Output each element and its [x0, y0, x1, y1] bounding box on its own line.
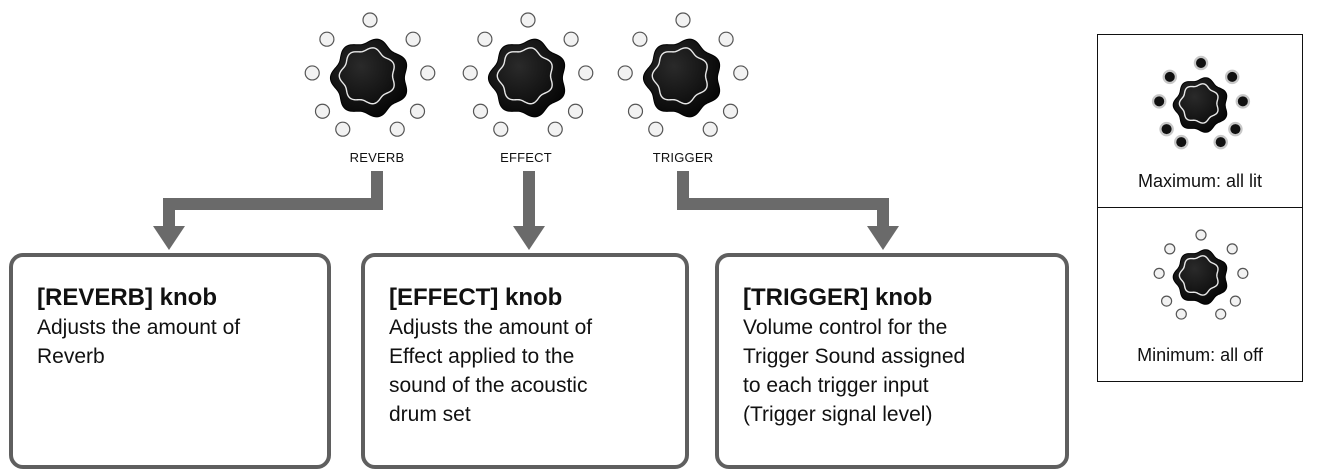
knob-state-legend: Maximum: all lit Minimum: all off	[1097, 34, 1303, 382]
effect-knob-icon	[462, 12, 594, 137]
led-off-icon	[520, 12, 536, 28]
description-title-effect: [EFFECT] knob	[389, 284, 563, 311]
knobs-layer	[304, 12, 749, 137]
led-off-icon	[632, 31, 648, 47]
led-off-icon	[1164, 243, 1176, 255]
legend-minimum: Minimum: all off	[1098, 207, 1302, 381]
led-off-icon	[462, 65, 478, 81]
led-off-icon	[617, 65, 633, 81]
led-off-icon	[304, 65, 320, 81]
led-off-icon	[405, 31, 421, 47]
led-off-icon	[314, 103, 331, 119]
led-off-icon	[1226, 243, 1238, 255]
arrow-reverb-vertical	[371, 171, 383, 206]
arrow-reverb-horizontal	[163, 198, 383, 210]
knob-highlight	[1178, 83, 1219, 124]
knob-body	[1172, 77, 1228, 133]
arrow-trigger-head	[867, 226, 899, 250]
led-off-icon	[335, 121, 351, 137]
arrow-effect-head	[513, 226, 545, 250]
knob-all-lit-icon	[1151, 55, 1251, 150]
led-off-icon	[675, 12, 691, 28]
description-line: drum set	[389, 403, 471, 426]
led-on-icon	[1159, 121, 1174, 137]
led-off-icon	[477, 31, 493, 47]
description-line: Effect applied to the	[389, 345, 575, 368]
knob-body	[642, 38, 721, 118]
led-off-icon	[1195, 229, 1207, 241]
led-on-icon	[1162, 69, 1178, 85]
description-title-trigger: [TRIGGER] knob	[743, 284, 933, 311]
led-on-icon	[1224, 69, 1240, 85]
description-title-reverb: [REVERB] knob	[37, 284, 217, 311]
led-on-icon	[1235, 94, 1251, 109]
led-on-icon	[1174, 134, 1189, 150]
knob-body	[329, 38, 408, 118]
description-line: (Trigger signal level)	[743, 403, 933, 426]
description-line: Trigger Sound assigned	[743, 345, 966, 368]
led-off-icon	[1175, 308, 1187, 320]
led-off-icon	[627, 103, 644, 119]
arrow-trigger-vertical	[677, 171, 689, 206]
knob-body	[1172, 249, 1228, 305]
led-off-icon	[702, 121, 718, 137]
led-off-icon	[547, 121, 563, 137]
description-line: Reverb	[37, 345, 105, 368]
knob-label-effect: EFFECT	[500, 150, 552, 165]
led-on-icon	[1151, 94, 1167, 109]
reverb-knob-icon	[304, 12, 436, 137]
arrow-reverb-head	[153, 226, 185, 250]
arrow-effect-vertical	[523, 171, 535, 228]
description-line: sound of the acoustic	[389, 374, 588, 397]
knob-label-trigger: TRIGGER	[652, 150, 714, 165]
description-line: to each trigger input	[743, 374, 929, 397]
led-off-icon	[409, 103, 426, 119]
description-box-reverb: [REVERB] knob Adjusts the amount of Reve…	[9, 253, 331, 469]
description-box-effect: [EFFECT] knob Adjusts the amount of Effe…	[361, 253, 689, 469]
knob-body	[487, 38, 566, 118]
knob-highlight	[1178, 255, 1219, 296]
description-line: Adjusts the amount of	[37, 316, 241, 339]
description-line: Volume control for the	[743, 316, 948, 339]
arrow-reverb-drop	[163, 198, 175, 228]
trigger-knob-icon	[617, 12, 749, 137]
led-off-icon	[1215, 308, 1227, 320]
knob-highlight	[338, 47, 395, 105]
legend-maximum-caption: Maximum: all lit	[1137, 171, 1262, 191]
led-on-icon	[1228, 121, 1243, 137]
led-off-icon	[493, 121, 509, 137]
led-off-icon	[563, 31, 579, 47]
led-off-icon	[389, 121, 405, 137]
led-off-icon	[578, 65, 594, 81]
legend-maximum: Maximum: all lit	[1098, 35, 1302, 208]
description-box-trigger: [TRIGGER] knob Volume control for the Tr…	[715, 253, 1069, 469]
knob-highlight	[496, 47, 553, 105]
led-on-icon	[1193, 55, 1209, 71]
description-line: Adjusts the amount of	[389, 316, 593, 339]
knob-label-reverb: REVERB	[349, 150, 405, 165]
led-off-icon	[319, 31, 335, 47]
led-off-icon	[1237, 267, 1249, 279]
led-on-icon	[1213, 134, 1228, 150]
led-off-icon	[1153, 267, 1165, 279]
led-off-icon	[1160, 295, 1173, 307]
led-off-icon	[718, 31, 734, 47]
knob-highlight	[651, 47, 708, 105]
led-off-icon	[472, 103, 489, 119]
led-off-icon	[362, 12, 378, 28]
legend-minimum-caption: Minimum: all off	[1137, 345, 1263, 365]
led-off-icon	[733, 65, 749, 81]
led-off-icon	[1229, 295, 1242, 307]
led-off-icon	[722, 103, 739, 119]
arrow-trigger-horizontal	[677, 198, 889, 210]
led-off-icon	[648, 121, 664, 137]
led-off-icon	[420, 65, 436, 81]
led-off-icon	[567, 103, 584, 119]
arrow-trigger-drop	[877, 198, 889, 228]
knob-all-off-icon	[1153, 229, 1249, 320]
